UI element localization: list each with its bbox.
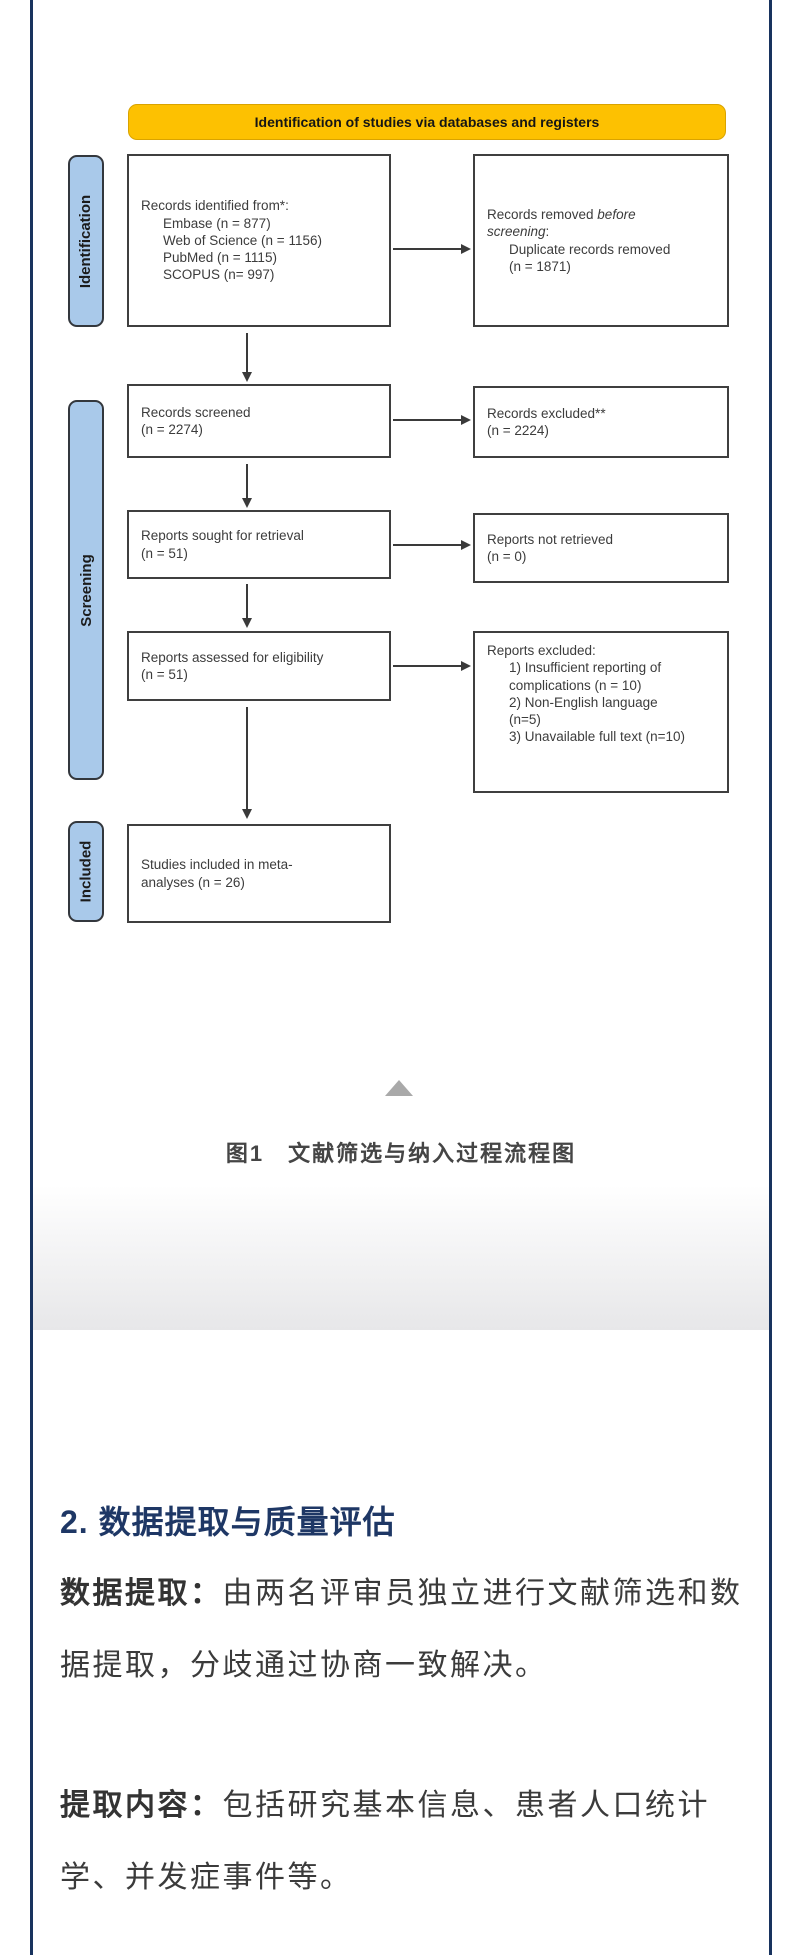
text-line: Web of Science (n = 1156) [163,232,322,248]
flow-box-studies-included: Studies included in meta-analyses (n = 2… [127,824,391,923]
text-line: (n = 2274) [141,422,203,437]
section-divider-gradient [33,1185,769,1330]
text-line: Reports excluded: [487,643,596,658]
section-heading: 2. 数据提取与质量评估 [60,1504,396,1540]
text-line: 据提取，分歧通过协商一致解决。 [60,1649,548,1682]
text-line: 1) Insufficient reporting of [509,660,662,676]
flow-box-records-removed: Records removed before screening:Duplicat… [473,154,729,327]
stage-tab-screening: Screening [68,400,104,780]
arrow-assessed-to-included [242,707,252,819]
text-line: 2) Non-English language [509,694,658,710]
text-line: 提取内容：包括研究基本信息、患者人口统计 [60,1789,710,1822]
text-line: Reports sought for retrieval [141,528,304,544]
figure-caption: 图1 文献筛选与纳入过程流程图 [225,1141,577,1166]
text-line: (n = 2224) [487,423,549,438]
text-line: 3) Unavailable full text (n=10) [509,729,685,745]
diagram-title-banner: Identification of studies via databases … [128,104,726,140]
text-line: PubMed (n = 1115) [163,250,277,266]
collapse-triangle-icon [385,1080,413,1096]
text-line: Reports not retrieved [487,531,614,547]
stage-tab-label: Identification [77,194,95,288]
text-line: Embase (n = 877) [163,215,271,231]
text-line: Duplicate records removed [509,241,671,257]
flow-box-records-screened: Records screened (n = 2274) [127,384,391,458]
flow-box-reports-sought: Reports sought for retrieval(n = 51) [127,510,391,579]
arrow-screened-to-sought [242,464,252,508]
arrow-assessed-to-reports-excluded [393,661,471,671]
text-line: (n=5) [509,712,541,728]
arrow-identified-to-removed [393,244,471,254]
text-line: screening: [487,224,550,240]
text-line: Studies included in meta- [141,857,293,873]
page-left-border [30,0,33,1955]
arrow-sought-to-not-retrieved [393,540,471,550]
text-line: Records identified from*: [141,198,289,214]
page-right-border [769,0,772,1955]
paragraph-data-extraction: 数据提取：由两名评审员独立进行文献筛选和数据提取，分歧通过协商一致解决。 [60,1558,760,1702]
arrow-sought-to-assessed [242,584,252,628]
text-line: SCOPUS (n= 997) [163,267,275,283]
paragraph-extracted-content: 提取内容：包括研究基本信息、患者人口统计学、并发症事件等。 [60,1770,760,1914]
text-line: (n = 51) [141,545,188,561]
flow-box-reports-excluded: Reports excluded: 1) Insufficient reporti… [473,631,729,793]
arrow-identified-to-screened [242,333,252,382]
flow-box-records-identified: Records identified from*:Embase (n = 877… [127,154,391,327]
text-line: 数据提取：由两名评审员独立进行文献筛选和数 [60,1577,743,1610]
text-line: Reports assessed for eligibility [141,649,324,665]
stage-tab-included: Included [68,821,104,922]
text-line: (n = 1871) [509,258,571,274]
flow-box-reports-not-retrieved: Reports not retrieved (n = 0) [473,513,729,583]
text-line: Records screened [141,404,251,420]
arrow-screened-to-excluded [393,415,471,425]
text-line: (n = 51) [141,667,188,682]
stage-tab-identification: Identification [68,155,104,327]
flow-box-reports-assessed: Reports assessed for eligibility (n = 51) [127,631,391,701]
text-line: 学、并发症事件等。 [60,1861,353,1894]
text-line: analyses (n = 26) [141,874,245,890]
stage-tab-label: Included [77,840,95,903]
text-line: complications (n = 10) [509,677,642,693]
flow-box-records-excluded: Records excluded** (n = 2224) [473,386,729,458]
stage-tab-label: Screening [77,553,95,627]
text-line: Records excluded** [487,405,606,421]
text-line: (n = 0) [487,549,527,564]
text-line: Records removed before [487,206,636,222]
